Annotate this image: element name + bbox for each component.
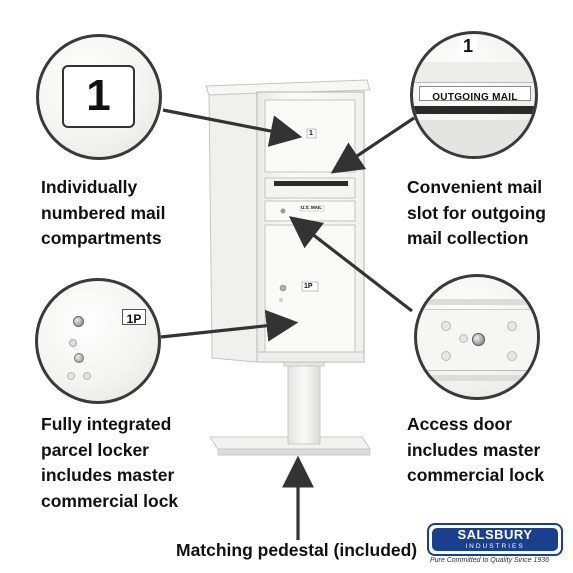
callout-line: includes master xyxy=(407,439,541,460)
inset-compartment-number: 1 xyxy=(36,34,162,160)
salsbury-logo: SALSBURY INDUSTRIES xyxy=(427,523,563,556)
parcel-label-plate: 1P xyxy=(122,309,146,326)
callout-parcel-locker: Fully integrated parcel locker includes … xyxy=(41,412,178,514)
arrow-parcel xyxy=(160,309,299,342)
door-number-label: 1 xyxy=(309,130,313,137)
callout-compartments: Individually numbered mail compartments xyxy=(41,175,165,252)
outgoing-lower-panel xyxy=(413,120,535,156)
callout-line: commercial lock xyxy=(41,490,179,511)
logo-name: SALSBURY xyxy=(432,528,558,542)
access-rivet-icon xyxy=(507,321,517,331)
access-top-ridge xyxy=(417,299,537,305)
callout-mail-slot: Convenient mail slot for outgoing mail c… xyxy=(407,175,546,252)
callout-line: Fully integrated xyxy=(41,414,172,434)
access-lock-icon xyxy=(472,333,485,346)
access-rivet-icon xyxy=(441,351,451,361)
access-rivet-icon xyxy=(459,334,468,343)
callout-line: numbered mail xyxy=(41,202,166,223)
callout-line: Individually xyxy=(41,177,138,197)
callout-line: parcel locker xyxy=(41,439,149,460)
callout-line: Access door xyxy=(407,414,513,434)
inset-access-door xyxy=(414,274,540,400)
logo-sub: INDUSTRIES xyxy=(432,542,558,551)
callout-line: slot for outgoing xyxy=(407,202,546,223)
outgoing-number-tag: 1 xyxy=(459,36,477,56)
parcel-lock-icon xyxy=(73,316,84,327)
access-rivet-icon xyxy=(441,321,451,331)
inset-outgoing-mail: 1 OUTGOING MAIL xyxy=(410,31,538,159)
parcel-number-label: 1P xyxy=(304,283,313,290)
parcel-keyhole-icon xyxy=(74,353,84,363)
logo-tagline: Pure Committed to Quality Since 1936 xyxy=(430,557,550,564)
callout-access-door: Access door includes master commercial l… xyxy=(407,412,544,489)
parcel-rivet-icon xyxy=(69,339,77,347)
callout-line: Convenient mail xyxy=(407,177,543,197)
outgoing-top-panel xyxy=(413,62,535,83)
callout-line: includes master xyxy=(41,465,175,485)
parcel-label-text: 1P xyxy=(126,312,142,326)
outgoing-label-plate: OUTGOING MAIL xyxy=(419,86,531,103)
arrow-mail-slot xyxy=(330,116,415,174)
outgoing-slot xyxy=(413,106,535,114)
callout-line: compartments xyxy=(41,228,162,248)
parcel-rivet-icon xyxy=(67,372,75,380)
callout-pedestal: Matching pedestal (included) xyxy=(176,540,418,560)
inset-parcel-locker: 1P xyxy=(35,278,161,404)
connector-arrows xyxy=(160,108,415,540)
number-plate-text: 1 xyxy=(86,71,111,120)
access-bottom-ridge xyxy=(417,375,537,381)
outgoing-label-text: OUTGOING MAIL xyxy=(432,92,518,103)
number-plate: 1 xyxy=(62,65,135,128)
arrow-access xyxy=(288,216,413,313)
arrow-compartment xyxy=(162,108,303,147)
pedestal xyxy=(209,359,371,456)
access-rivet-icon xyxy=(507,351,517,361)
usmail-label: U.S. MAIL xyxy=(301,205,322,210)
callout-line: mail collection xyxy=(407,228,529,248)
outgoing-number: 1 xyxy=(462,36,473,56)
callout-line: commercial lock xyxy=(407,465,545,485)
parcel-rivet-icon xyxy=(83,372,91,380)
